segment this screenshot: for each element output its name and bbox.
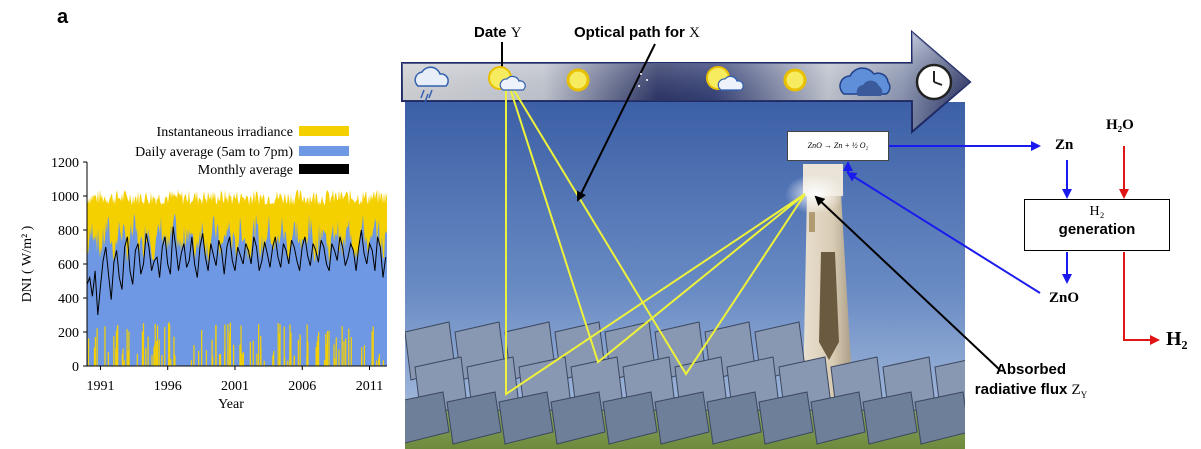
x-tick-label: 2001 <box>221 379 249 394</box>
zn-label: Zn <box>1055 137 1074 153</box>
y-tick-label: 800 <box>58 224 79 239</box>
y-tick-label: 0 <box>72 360 79 375</box>
panel-label: a <box>57 6 69 28</box>
legend-swatch <box>299 126 349 136</box>
h2-box-formula: H₂ <box>1089 204 1105 219</box>
legend-label: Daily average (5am to 7pm) <box>135 145 293 160</box>
heliostat-mirror <box>706 391 762 445</box>
y-tick-label: 1200 <box>51 156 79 171</box>
optical-path-label: Optical path for X <box>574 24 700 41</box>
heliostat-mirror <box>498 391 554 445</box>
x-axis-label: Year <box>218 397 244 412</box>
clock-icon <box>915 63 953 101</box>
heliostat-mirror <box>758 391 814 445</box>
h2-out-arrow <box>1123 252 1160 345</box>
cloud-icon <box>839 67 891 96</box>
x-tick-label: 2006 <box>288 379 316 394</box>
absorbed-flux-arrow <box>814 195 1001 371</box>
monthly-average-line <box>86 226 387 316</box>
zno-recycle-arrow <box>846 171 1041 294</box>
reaction-box: ZnO → Zn + ½ O₂ <box>787 131 889 161</box>
heliostat-mirror <box>862 391 918 445</box>
heliostat-mirror <box>914 391 965 445</box>
moon-stars-icon <box>638 69 657 95</box>
y-tick-label: 200 <box>58 326 79 341</box>
heliostat-mirror <box>654 391 710 445</box>
heliostat-mirror <box>550 391 606 445</box>
sun-icon <box>783 68 807 92</box>
y-tick-label: 1000 <box>51 190 79 205</box>
optical-beams <box>505 83 806 396</box>
x-tick-label: 2011 <box>356 379 383 394</box>
dni-chart: 0 200 400 600 800 1000 1200 1991 1996 2001 2006 201… <box>20 125 387 412</box>
absorbed-flux-label: Absorbed radiative flux ZY <box>974 361 1088 400</box>
date-label: Date Y <box>474 24 522 41</box>
sun-icon <box>566 68 590 92</box>
h2o-label: H₂O <box>1106 117 1134 133</box>
legend-label: Instantaneous irradiance <box>157 125 293 140</box>
heliostat-mirror <box>810 391 866 445</box>
x-tick-label: 1996 <box>154 379 182 394</box>
y-axis-label: DNI ( W/m² ) <box>20 225 35 302</box>
tower <box>803 164 853 397</box>
h2-product-label: H₂ <box>1166 328 1188 350</box>
sun-cloud-icon <box>488 66 526 91</box>
heliostat-mirror <box>446 391 502 445</box>
heliostat-mirror <box>602 391 658 445</box>
heliostat-mirror <box>405 391 450 444</box>
zno-label: ZnO <box>1049 290 1080 306</box>
y-tick-label: 400 <box>58 292 79 307</box>
legend-swatch <box>299 146 349 156</box>
sun-cloud-icon <box>706 66 744 91</box>
heliostat-field <box>405 321 965 445</box>
x-tick-label: 1991 <box>86 379 114 394</box>
h2-box-label: generation <box>1058 221 1136 238</box>
rain-cloud-icon <box>414 66 449 103</box>
y-tick-label: 600 <box>58 258 79 273</box>
legend-swatch <box>299 164 349 174</box>
legend-label: Monthly average <box>198 163 293 178</box>
optical-path-arrow <box>577 43 656 202</box>
timeline-arrow <box>401 29 972 135</box>
h2-generation-box: H₂ generation <box>1024 199 1170 251</box>
